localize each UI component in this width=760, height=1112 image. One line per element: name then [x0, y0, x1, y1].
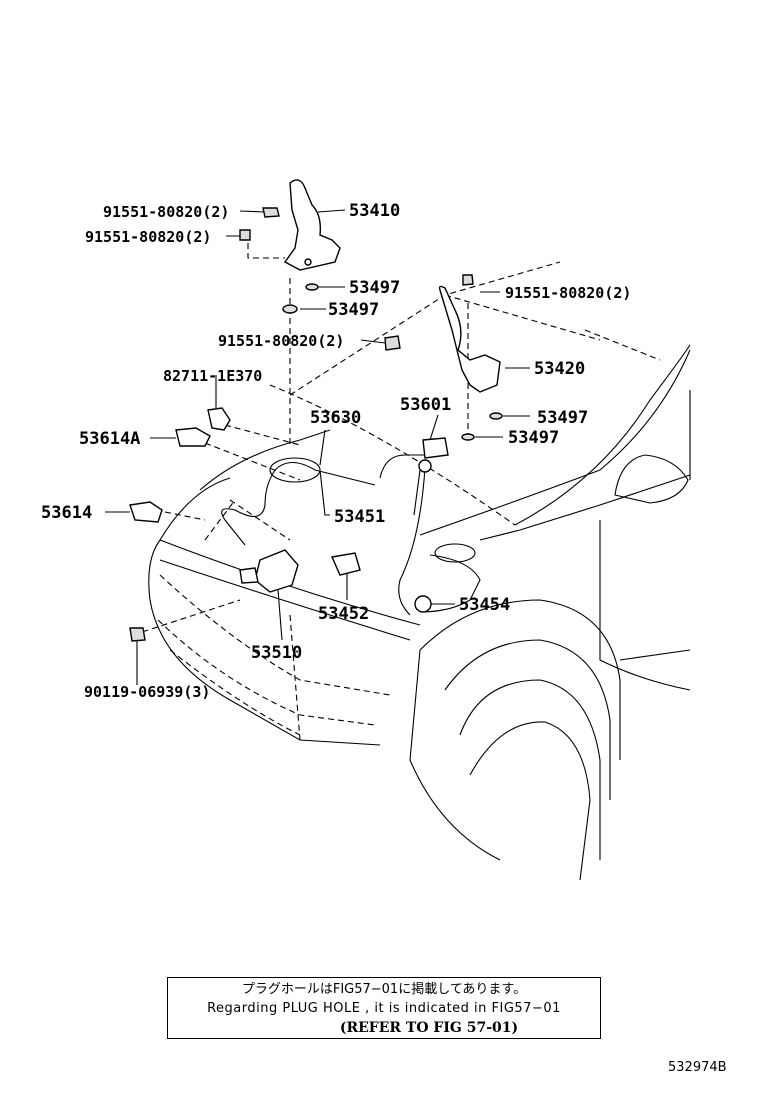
- label-53451: 53451: [334, 507, 385, 527]
- label-53601: 53601: [400, 395, 451, 415]
- label-82711: 82711-1E370: [163, 367, 262, 385]
- label-91551-d: 91551-80820(2): [505, 284, 631, 302]
- note-line-english: Regarding PLUG HOLE , it is indicated in…: [207, 1001, 561, 1016]
- label-53410: 53410: [349, 201, 400, 221]
- label-53497-b: 53497: [328, 300, 379, 320]
- label-53452: 53452: [318, 604, 369, 624]
- label-53420: 53420: [534, 359, 585, 379]
- leader-lines: [105, 209, 530, 685]
- label-91551-c: 91551-80820(2): [218, 332, 344, 350]
- illustration-reference-id: 532974B: [668, 1060, 727, 1075]
- label-53510: 53510: [251, 643, 302, 663]
- label-53497-d: 53497: [508, 428, 559, 448]
- washers: [282, 283, 503, 441]
- part-hood-lock-53510: [239, 549, 299, 593]
- part-hinge-53420: [438, 285, 501, 393]
- vehicle-outline: [148, 261, 691, 881]
- label-53614: 53614: [41, 503, 92, 523]
- part-hinge-53410: [283, 179, 341, 271]
- label-91551-b: 91551-80820(2): [85, 228, 211, 246]
- label-53497-c: 53497: [537, 408, 588, 428]
- note-line-japanese: プラグホールはFIG57−01に掲載してあります。: [241, 982, 527, 997]
- label-53630: 53630: [310, 408, 361, 428]
- part-hood-lock-cable: [221, 437, 449, 616]
- label-53614A: 53614A: [79, 429, 140, 449]
- note-line-refer: (REFER TO FIG 57-01): [339, 1020, 519, 1036]
- reference-note-box: プラグホールはFIG57−01に掲載してあります。 Regarding PLUG…: [167, 977, 601, 1039]
- part-53454: [414, 595, 432, 613]
- label-90119: 90119-06939(3): [84, 683, 210, 701]
- part-clips: [129, 407, 231, 523]
- label-53497-a: 53497: [349, 278, 400, 298]
- label-91551-a: 91551-80820(2): [103, 203, 229, 221]
- bolts: [129, 207, 474, 642]
- part-53452: [330, 552, 361, 576]
- part-labels: 53410 91551-80820(2) 91551-80820(2) 5349…: [41, 201, 631, 701]
- label-53454: 53454: [459, 595, 510, 615]
